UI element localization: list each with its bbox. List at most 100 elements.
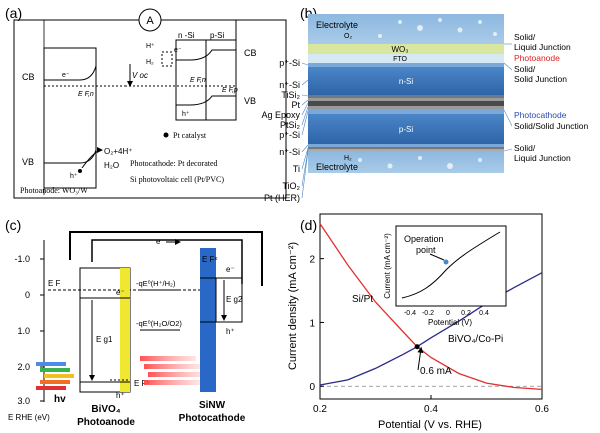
panel-c: (c) -1.0 0 1.0 2.0 3.0 E RHE (eV) e⁻ E F (5, 217, 263, 428)
leader-line (301, 94, 309, 97)
leader-line (301, 147, 309, 170)
h2-bubble-label: H₂ (344, 155, 352, 162)
label-left: n⁺-Si (279, 80, 300, 90)
label-right: Solid/ (514, 143, 536, 153)
y-tick-label: 2 (309, 255, 315, 266)
bubble (398, 20, 402, 24)
ammeter-label: A (146, 15, 154, 27)
light-ray (36, 386, 66, 390)
o2-label: O₂+4H⁺ (104, 147, 132, 156)
panel-d-tag: (d) (300, 217, 317, 233)
leader-line (301, 149, 309, 187)
y-tick-label: 1 (309, 318, 315, 329)
c-hole-sinw: h⁺ (226, 327, 235, 336)
wo3-layer (308, 44, 504, 54)
operation-point-pointer (429, 253, 445, 261)
annotation-label: 0.6 mA (420, 366, 452, 377)
leader-line (503, 148, 513, 152)
panel-a: (a) A CB VB E F,n e⁻ h⁺ O₂+4H⁺ H₂O n -Si… (5, 5, 287, 199)
electron-left: e⁻ (62, 72, 70, 79)
electrolyte-top-layer (308, 14, 504, 44)
efp-right-label: E F,p (222, 87, 238, 94)
bubble (493, 32, 497, 36)
efn-right-label: E F,n (190, 77, 206, 84)
label-right: Solid/ (514, 32, 536, 42)
label-left: Pt (HER) (264, 193, 300, 203)
ptsi2-layer (308, 106, 504, 109)
operation-point (414, 344, 420, 350)
inset-x-tick: 0.4 (479, 310, 489, 317)
eg1-label: E g1 (96, 335, 113, 344)
wo3-label: WO₃ (391, 45, 408, 54)
operation-point-label: Operation (404, 234, 444, 244)
light-ray (44, 374, 74, 378)
leader-line (301, 79, 309, 86)
electron-right: e⁻ (174, 47, 182, 54)
vb-left-band (44, 149, 97, 164)
n-plus-si-layer (308, 144, 504, 147)
label-left: TiO₂ (282, 181, 300, 191)
panel-c-tag: (c) (5, 217, 21, 233)
c-electron-sinw: e⁻ (226, 265, 235, 274)
n-si-label: n -Si (178, 31, 195, 40)
hole-dot (78, 169, 82, 173)
light-arrows-right (140, 356, 204, 385)
d-y-axis-label: Current density (mA cm⁻²) (287, 242, 299, 370)
p-si-layer (308, 114, 504, 144)
ammeter-circle (138, 8, 162, 32)
bubble (438, 18, 442, 22)
p-plus-si-layer (308, 63, 504, 67)
photoanode-label: Photoanode (77, 417, 135, 428)
electrolyte-bottom-layer (308, 151, 504, 173)
light-ray (40, 380, 70, 384)
light-ray (140, 356, 196, 361)
n-si-layer-label: n-Si (399, 77, 413, 86)
h-redox-label: -qE⁰(H⁺/H₂) (136, 279, 176, 288)
series-line (319, 223, 543, 391)
bubble (447, 163, 453, 169)
bubble (387, 163, 393, 169)
eg2-label: E g2 (226, 295, 243, 304)
fto-layer (308, 54, 504, 63)
pt-layer (308, 98, 504, 101)
leader-line (301, 144, 309, 153)
h2o-label: H₂O (104, 161, 119, 170)
leader-line (503, 62, 513, 71)
cb-left-band (44, 65, 97, 81)
p-plus-si-layer-2 (308, 109, 504, 114)
leader-line (503, 109, 513, 127)
c-y-axis-label: E RHE (eV) (8, 413, 50, 422)
vb-left-label: VB (22, 157, 34, 167)
bivo4-yellow-strip (120, 268, 130, 392)
ag-epoxy-layer (308, 101, 504, 106)
si-pt-label: Si/Pt (352, 294, 373, 305)
label-right-photocathode: Photocathode (514, 110, 567, 120)
operation-point-label-2: point (416, 245, 436, 255)
panel-a-tag: (a) (5, 5, 22, 21)
bubble (417, 25, 423, 31)
photoanode-caption: Photoanode: WO₃/W (20, 186, 88, 195)
label-left: n⁺-Si (279, 147, 300, 157)
layer-labels-right: Solid/ Liquid Junction Photoanode Solid/… (514, 32, 588, 163)
vb-right-band (176, 95, 236, 106)
label-left: Ti (293, 164, 300, 174)
inset-x-tick: -0.2 (422, 310, 434, 317)
cb-right-label: CB (244, 48, 257, 58)
vb-right-label: VB (244, 96, 256, 106)
light-ray (148, 372, 204, 377)
bubble (378, 34, 382, 38)
inset-x-tick: 0 (446, 310, 450, 317)
sinw-label: SiNW (199, 400, 226, 411)
o-redox-label: -qE⁰(H₂O/O2) (136, 319, 182, 328)
tio2-layer (308, 149, 504, 151)
c-y-ticks: -1.0 0 1.0 2.0 3.0 (14, 254, 30, 406)
photocathode-label: Photocathode (179, 413, 246, 424)
c-electron-wire: e⁻ (156, 237, 165, 246)
d-x-axis-label: Potential (V vs. RHE) (378, 419, 482, 431)
bubble (478, 20, 482, 24)
c-y-tick: -1.0 (14, 254, 30, 264)
leader-line (301, 106, 309, 126)
c-outer-wire (69, 231, 263, 286)
pt-catalyst-label: Pt catalyst (173, 131, 207, 140)
fto-label: FTO (393, 56, 407, 63)
